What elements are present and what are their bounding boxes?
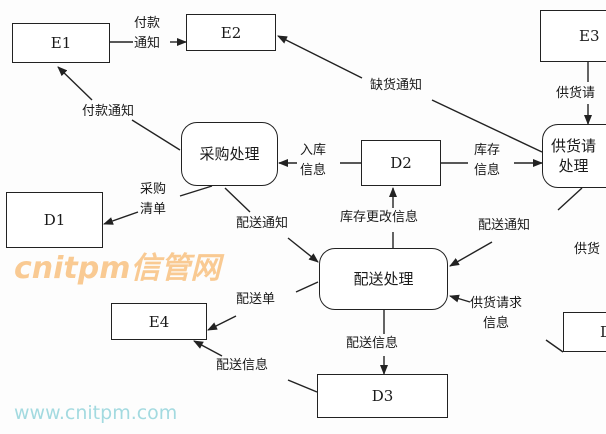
external-entity-e2: E2 (186, 14, 276, 51)
watermark-brand: cnitpm信管网 (14, 251, 221, 286)
external-entity-e3: E3 (540, 10, 606, 62)
flow-delivery-slip-a (295, 281, 319, 293)
flow-supply-request-b (449, 294, 471, 303)
flow-shortage-a (431, 99, 543, 153)
label-shortage: 缺货通知 (370, 78, 423, 93)
flow-delivery-info-e4-a (287, 379, 318, 393)
label-supply-partial: 供货 (574, 242, 601, 257)
flow-delivery-slip-b (207, 315, 237, 331)
label-e3-supply: 供货请 (556, 86, 596, 101)
data-store-d2: D2 (361, 140, 441, 186)
data-store-d1: D1 (6, 192, 103, 248)
data-store-right-partial: D (563, 312, 606, 352)
flow-delivery-notice-left-a (224, 187, 251, 213)
label-e1-e2: 付款 通知 (134, 16, 161, 51)
label-inbound: 入库 信息 (300, 143, 327, 178)
label-stock-change: 库存更改信息 (340, 210, 419, 225)
flow-payment-a (131, 119, 181, 151)
flow-delivery-info-e4-b (193, 340, 223, 357)
flow-supply-request-a (545, 339, 564, 353)
watermark-url: www.cnitpm.com (14, 402, 178, 424)
flow-shortage-b (277, 35, 363, 79)
flow-purchase-list-b (103, 211, 139, 225)
label-supply-request: 供货请求 信息 (470, 296, 523, 331)
external-entity-e1: E1 (12, 23, 110, 63)
external-entity-e4: E4 (111, 303, 207, 340)
label-delivery-slip: 配送单 (236, 292, 276, 307)
flow-delivery-notice-left-b (287, 237, 319, 263)
label-delivery-info-down: 配送信息 (346, 336, 399, 351)
label-delivery-notice-right: 配送通知 (478, 218, 531, 233)
label-payment: 付款通知 (82, 104, 135, 119)
label-stock: 库存 信息 (474, 143, 501, 178)
data-store-d3: D3 (317, 374, 448, 418)
label-purchase-list: 采购 清单 (140, 182, 167, 217)
label-delivery-info-e4: 配送信息 (216, 358, 269, 373)
process-supply-request: 供货请 处理 (542, 124, 606, 188)
flow-delivery-notice-right-b (449, 241, 493, 267)
label-delivery-notice-left: 配送通知 (236, 216, 289, 231)
flow-delivery-notice-right-a (557, 187, 583, 211)
process-purchase: 采购处理 (181, 122, 278, 186)
flow-payment-b (57, 66, 93, 101)
process-delivery: 配送处理 (319, 248, 448, 310)
flow-purchase-list-a (179, 185, 213, 197)
